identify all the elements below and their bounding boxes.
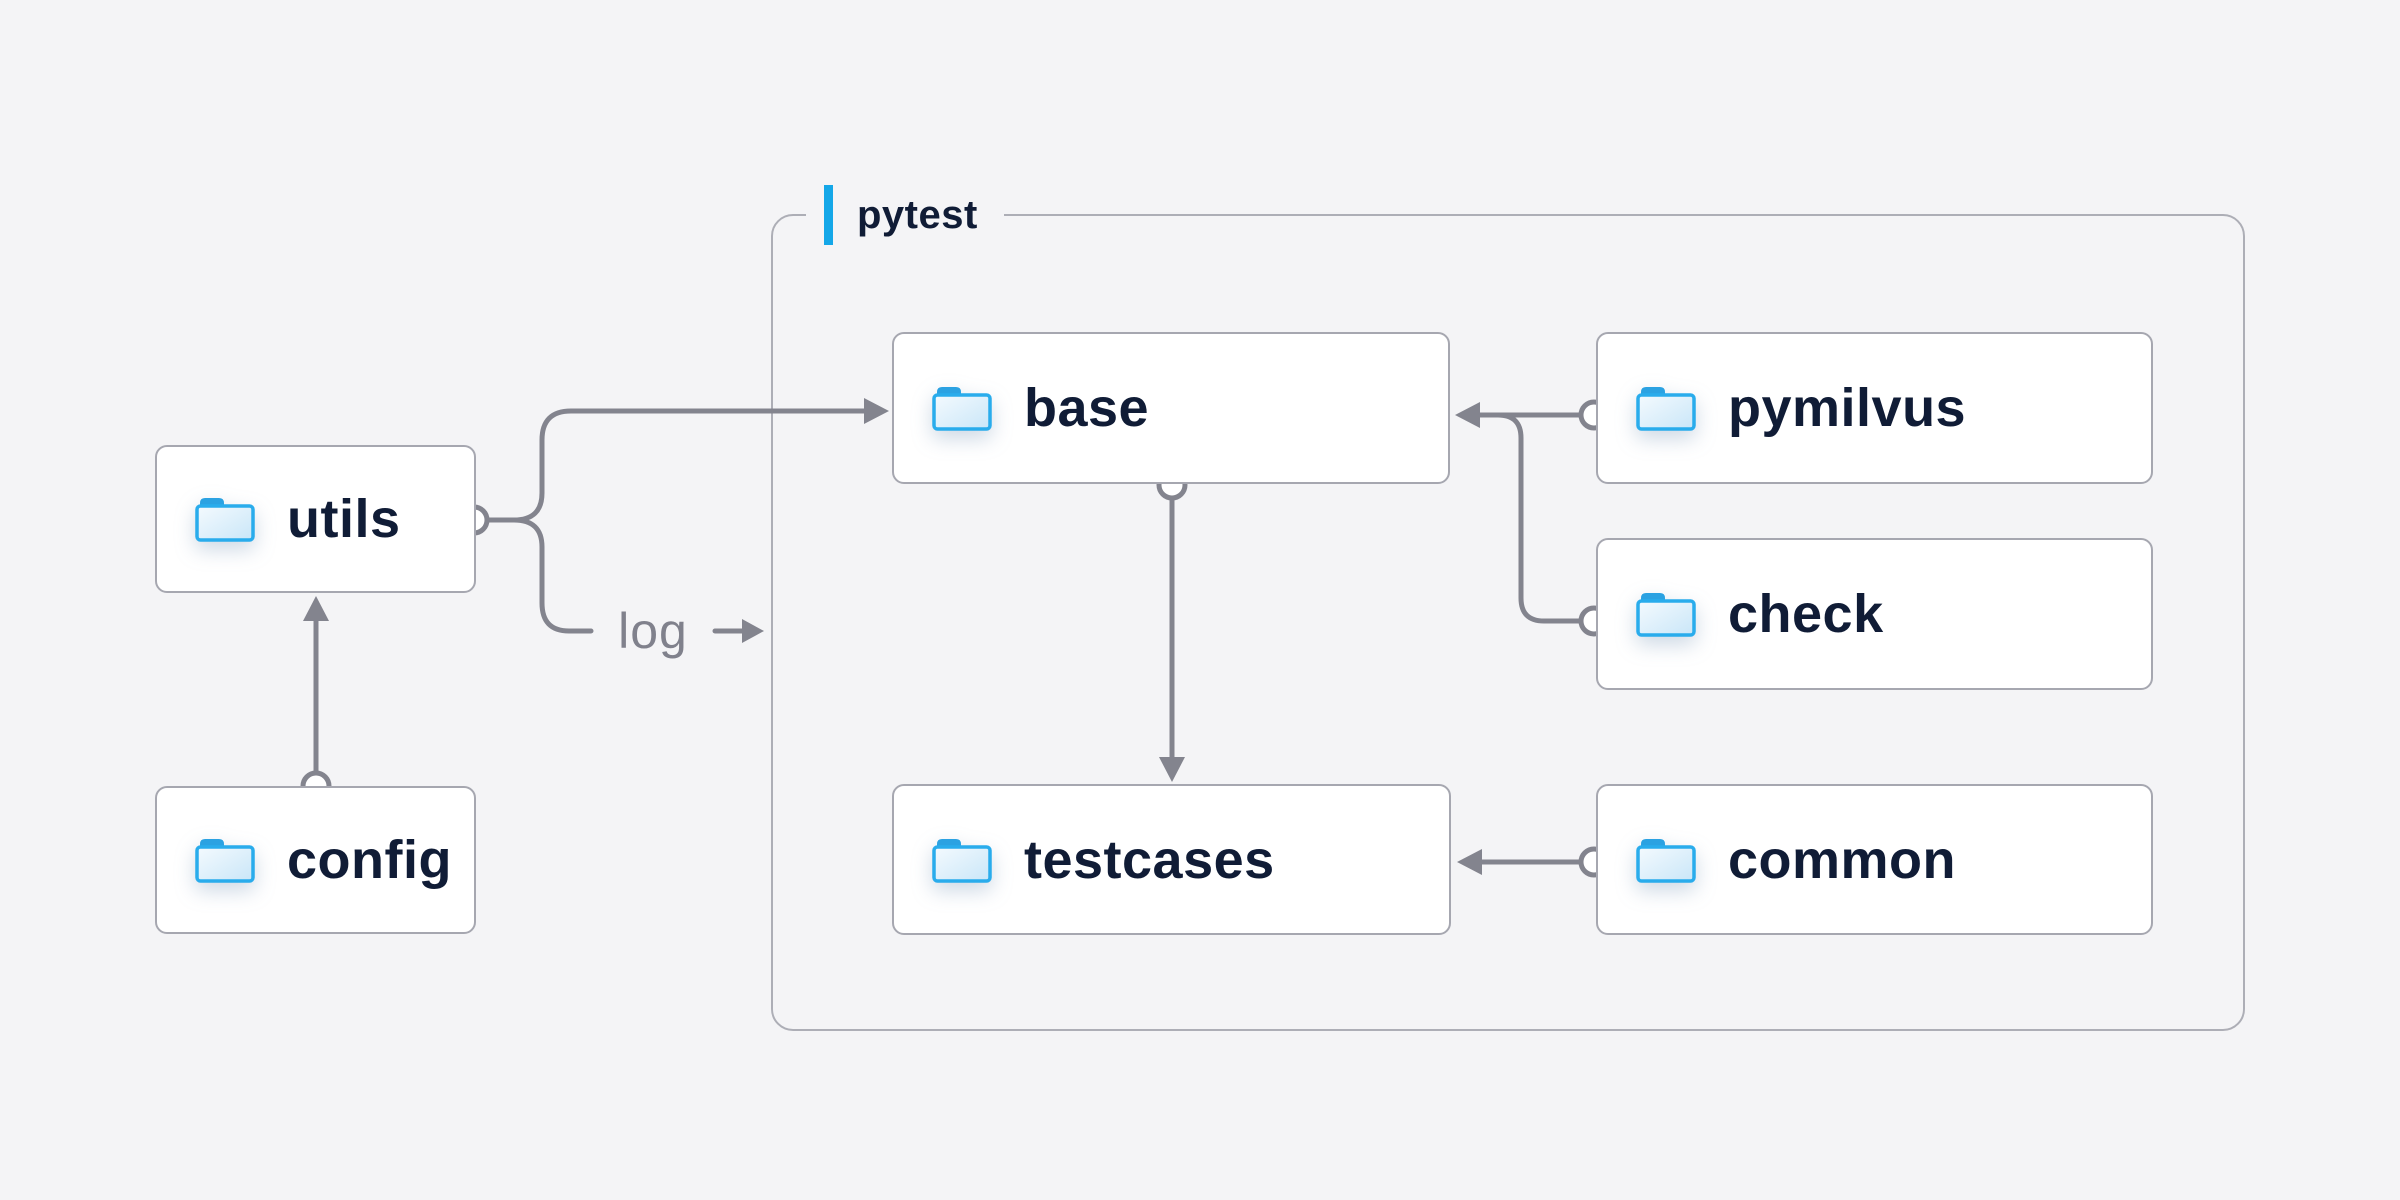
- node-config: config: [155, 786, 476, 934]
- node-label: base: [1024, 378, 1150, 438]
- pytest-container: [771, 214, 2245, 1031]
- node-utils: utils: [155, 445, 476, 593]
- node-testcases: testcases: [892, 784, 1451, 935]
- pytest-container-label: pytest: [806, 184, 1004, 246]
- folder-icon: [930, 384, 994, 432]
- pytest-container-title: pytest: [857, 192, 978, 237]
- node-check: check: [1596, 538, 2153, 690]
- folder-icon: [193, 836, 257, 884]
- log-edge-label: log: [618, 603, 688, 659]
- folder-icon: [193, 495, 257, 543]
- node-common: common: [1596, 784, 2153, 935]
- node-label: check: [1728, 584, 1884, 644]
- node-label: config: [287, 830, 452, 890]
- node-label: common: [1728, 829, 1957, 890]
- node-label: pymilvus: [1728, 378, 1967, 438]
- folder-icon: [1634, 384, 1698, 432]
- node-label: utils: [287, 489, 401, 549]
- node-base: base: [892, 332, 1450, 484]
- folder-icon: [930, 836, 994, 884]
- folder-icon: [1634, 836, 1698, 884]
- edge-config-utils: [303, 596, 329, 775]
- accent-bar: [824, 185, 833, 245]
- folder-icon: [1634, 590, 1698, 638]
- node-label: testcases: [1024, 829, 1275, 890]
- node-pymilvus: pymilvus: [1596, 332, 2153, 484]
